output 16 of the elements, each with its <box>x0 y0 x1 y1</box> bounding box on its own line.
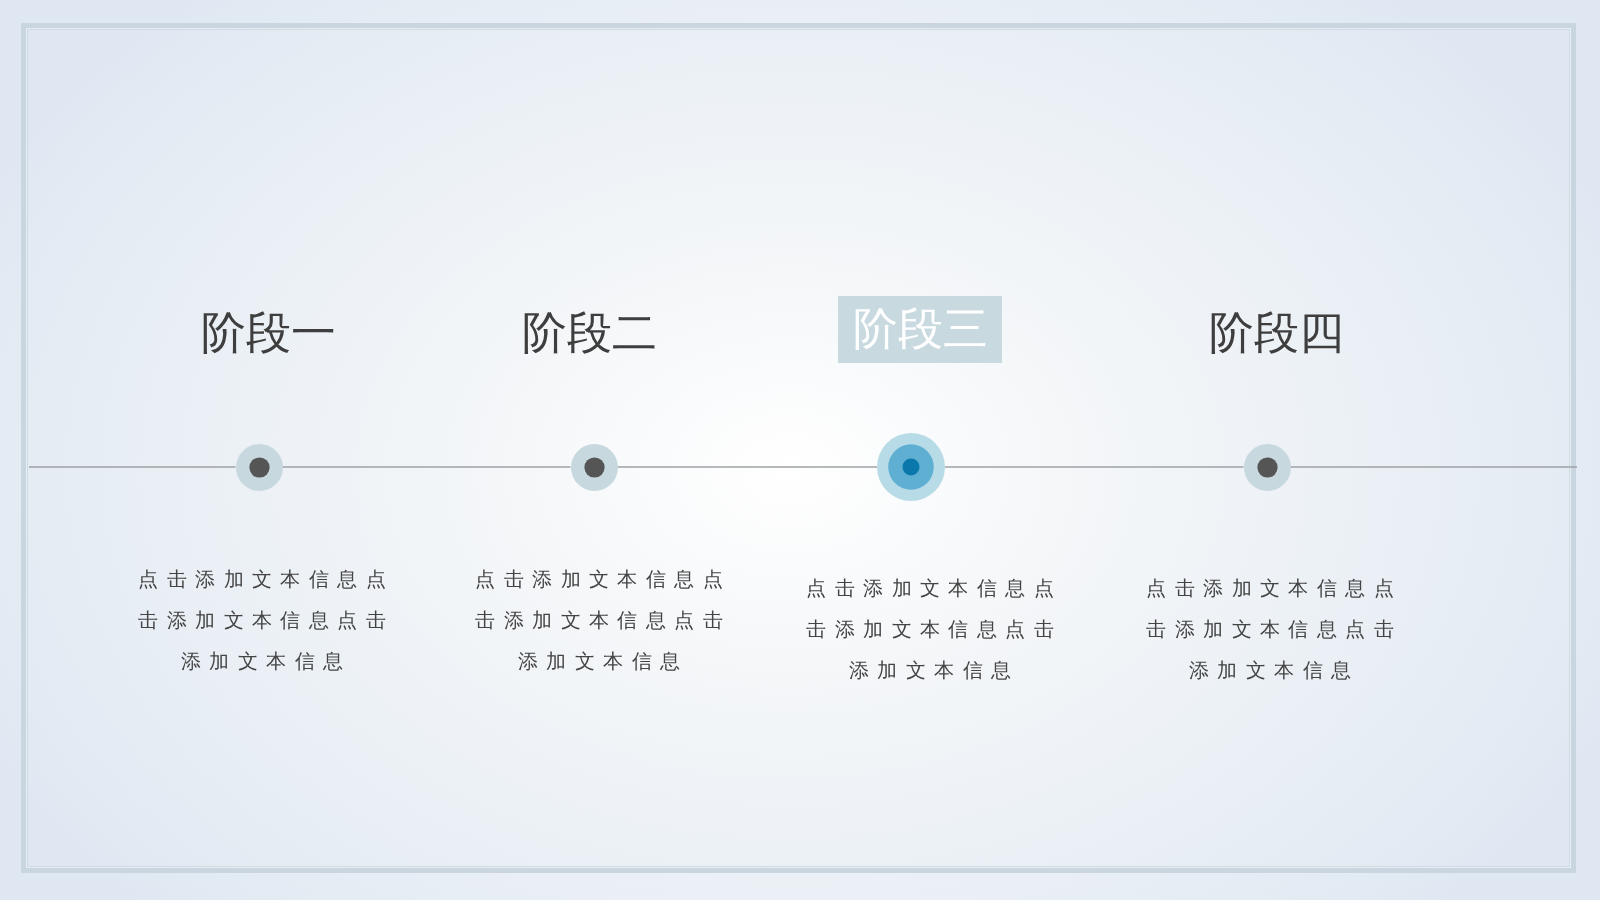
timeline-dot <box>877 433 945 501</box>
timeline-dot <box>1243 443 1291 491</box>
stage-heading: 阶段四 <box>1208 310 1344 356</box>
timeline-dot <box>235 443 283 491</box>
timeline-line <box>1289 466 1578 468</box>
stage-heading: 阶段二 <box>521 310 657 356</box>
timeline-dot <box>570 443 618 491</box>
body-text: 点击添加文本信息点击添加文本信息点击添加文本信息 <box>805 576 1063 683</box>
body-text: 点击添加文本信息点击添加文本信息点击添加文本信息 <box>1145 576 1403 683</box>
timeline-line <box>944 466 1245 468</box>
stage-heading: 阶段一 <box>200 310 336 356</box>
timeline-line <box>281 466 572 468</box>
timeline-line <box>616 466 878 468</box>
timeline-line <box>28 466 237 468</box>
body-text: 点击添加文本信息点击添加文本信息点击添加文本信息 <box>137 567 395 674</box>
body-text: 点击添加文本信息点击添加文本信息点击添加文本信息 <box>474 567 732 674</box>
